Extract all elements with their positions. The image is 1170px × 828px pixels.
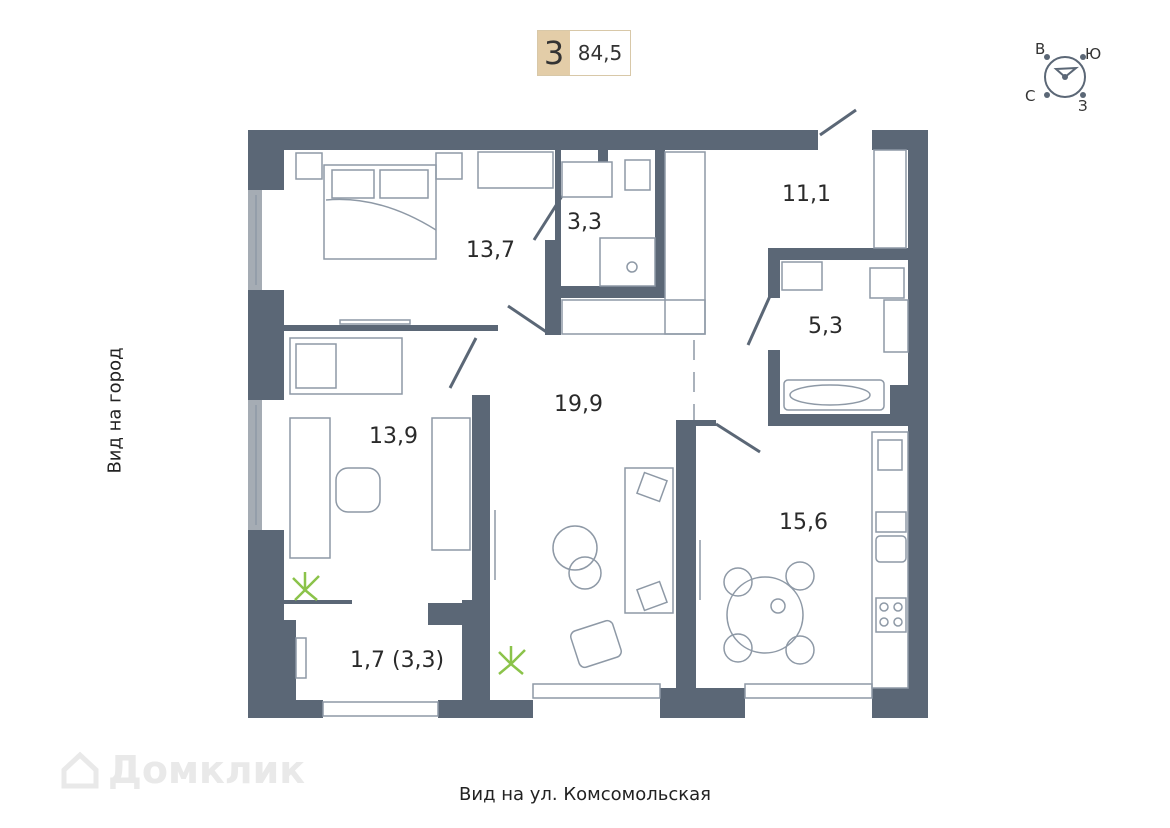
room-area-living-room: 19,9 [554,392,603,417]
compass-south: Ю [1085,45,1102,63]
walls [248,130,928,718]
door-swings [494,340,701,600]
watermark-text: Домклик [108,748,306,792]
doors [448,108,857,454]
compass-east: В [1035,40,1046,58]
room-area-kitchen: 15,6 [779,510,828,535]
room-area-hallway: 11,1 [782,182,831,207]
plant-icon [292,572,526,675]
furniture [289,149,909,689]
view-label-left: Вид на город [104,347,126,474]
home-icon [61,751,99,789]
room-area-balcony: 1,7 (3,3) [350,648,445,673]
windows [255,195,873,717]
view-label-bottom: Вид на ул. Комсомольская [459,784,711,805]
compass-icon: В Ю С З [1020,35,1110,125]
room-count: 3 [538,31,570,75]
watermark: Домклик [60,748,305,792]
room-area-bathroom-small: 3,3 [567,210,602,235]
compass-west: З [1078,97,1088,115]
compass-north: С [1025,87,1036,105]
total-area: 84,5 [570,31,630,75]
room-area-bedroom: 13,7 [466,238,515,263]
room-area-bathroom: 5,3 [808,314,843,339]
room-area-kids-room: 13,9 [369,424,418,449]
apartment-badge: 3 84,5 [537,30,631,76]
